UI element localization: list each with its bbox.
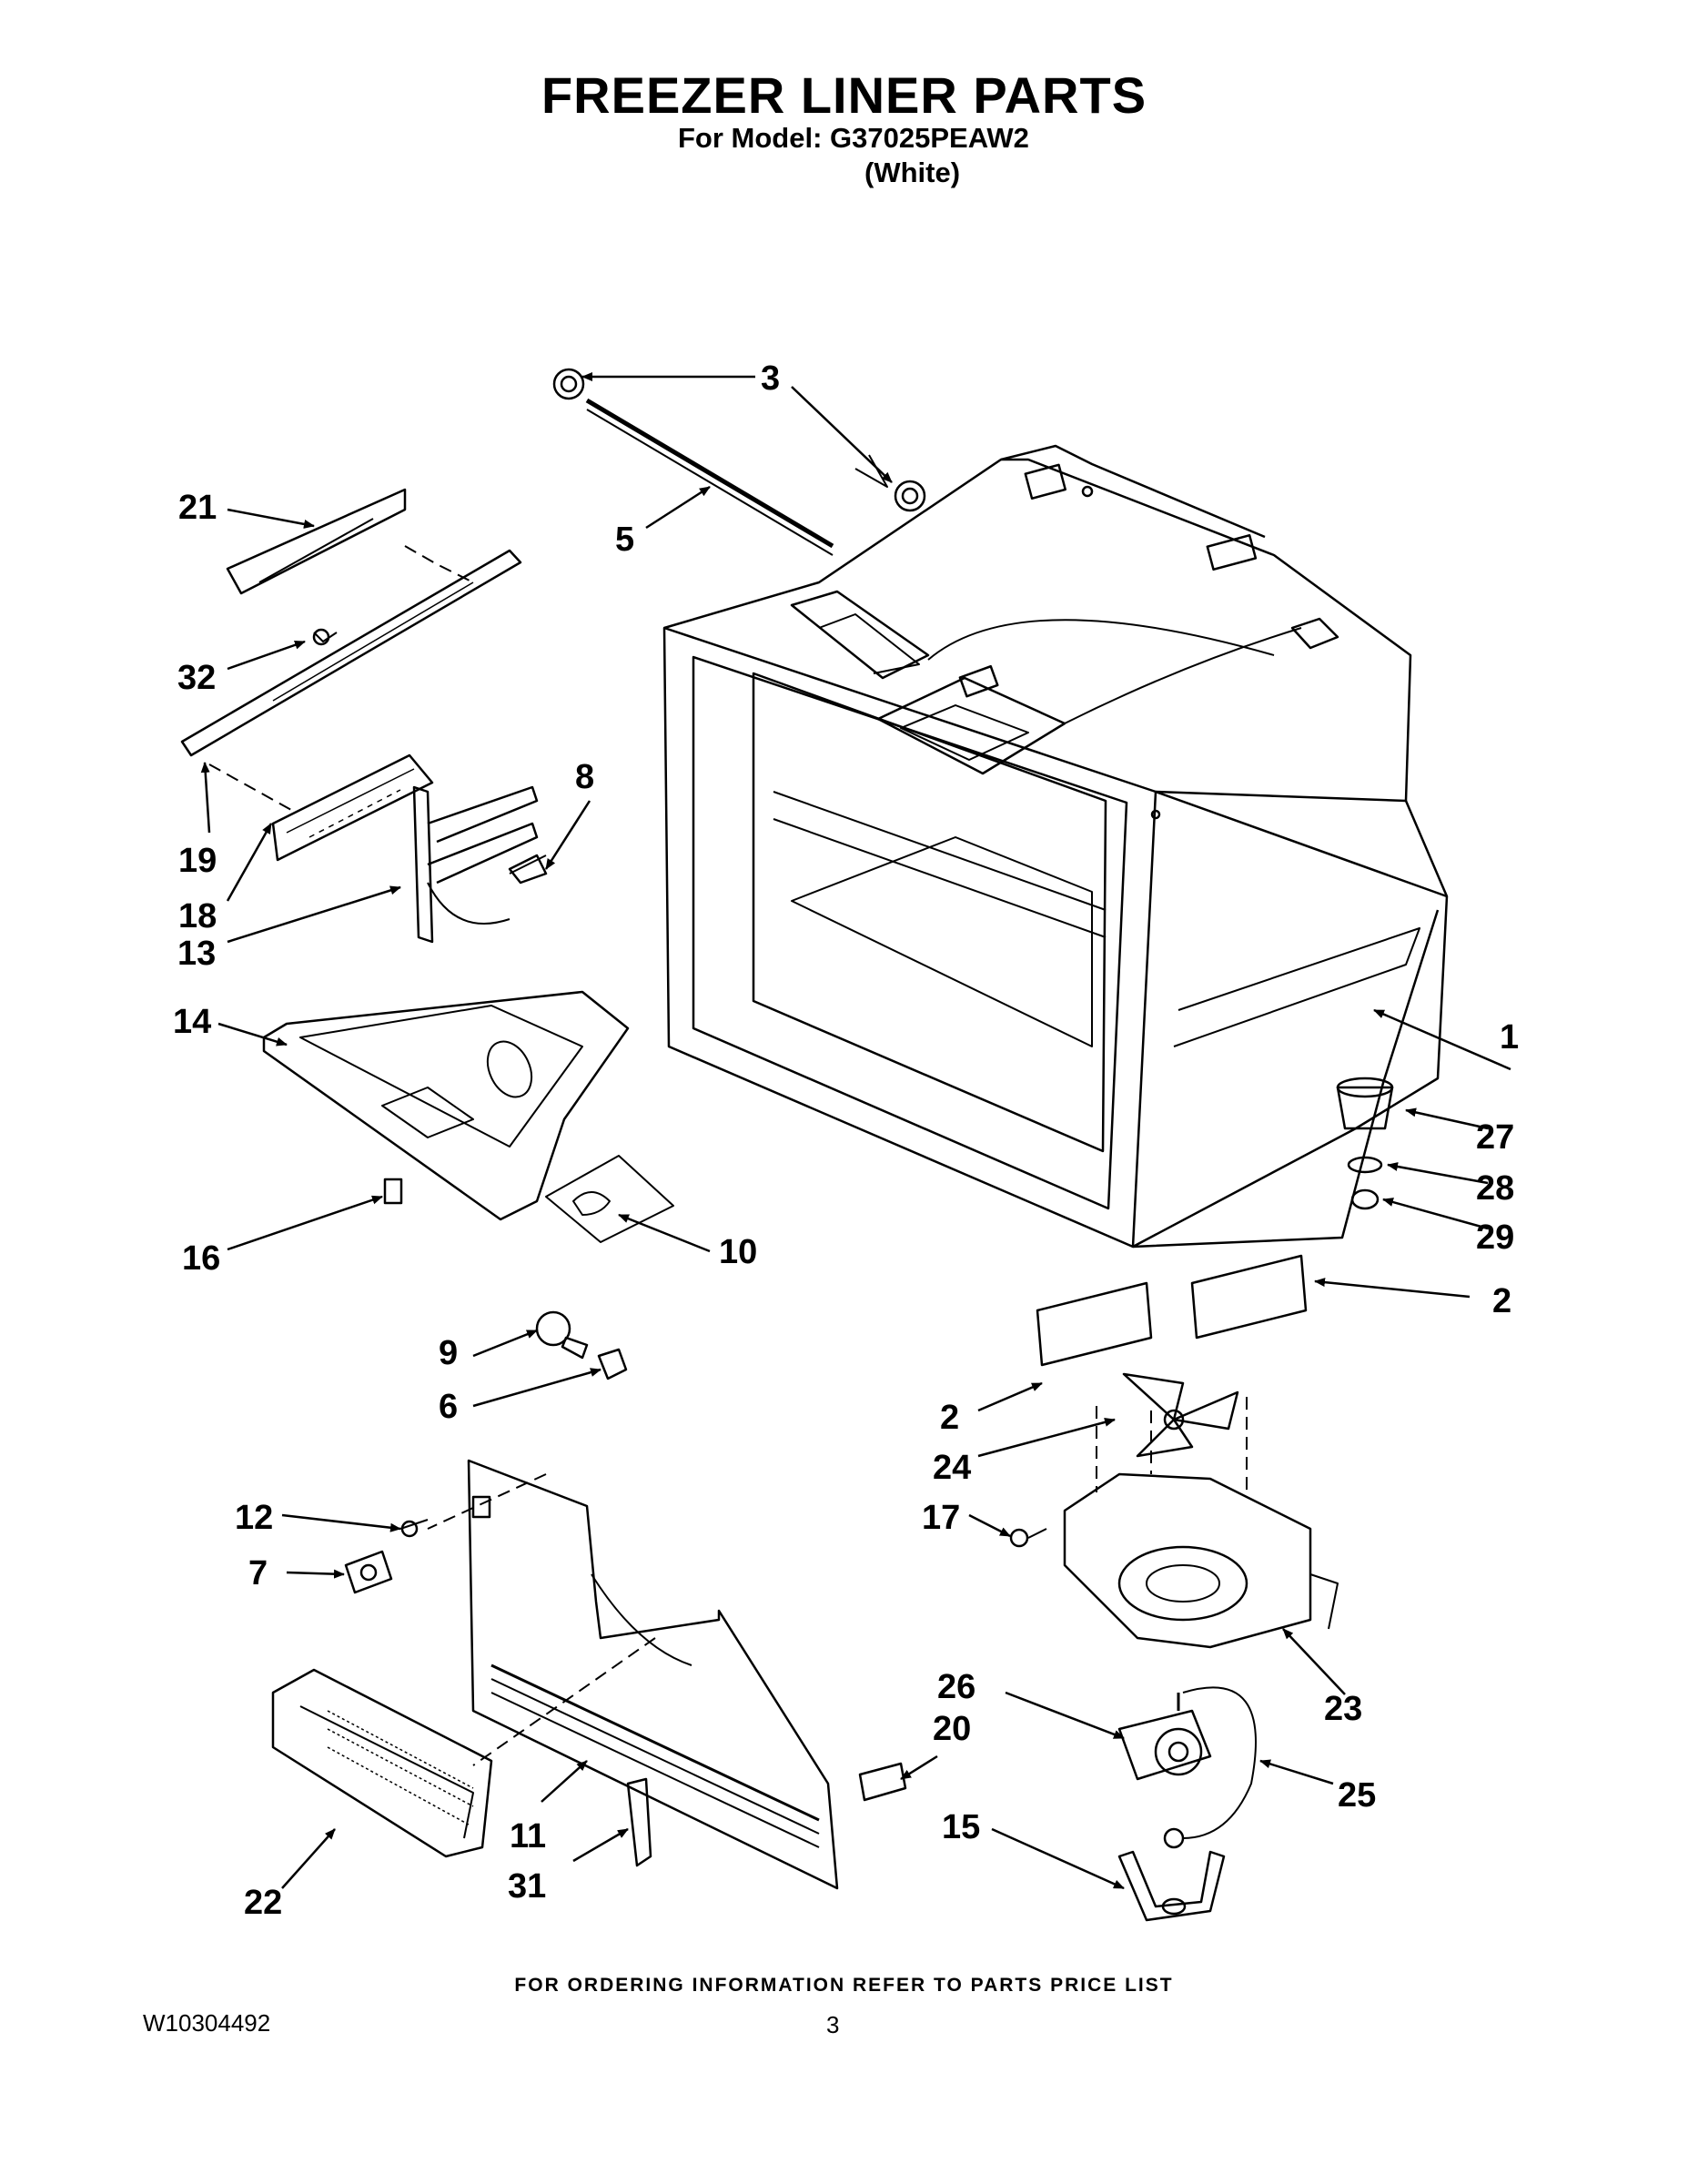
callout-21: 21 bbox=[178, 489, 217, 527]
callout-23: 23 bbox=[1324, 1690, 1362, 1728]
model-line: For Model: G37025PEAW2 bbox=[678, 122, 1029, 154]
callout-24: 24 bbox=[933, 1449, 971, 1487]
callout-18: 18 bbox=[178, 897, 217, 935]
callout-28: 28 bbox=[1476, 1169, 1514, 1208]
callout-3: 3 bbox=[761, 359, 780, 398]
shaft-assembly bbox=[552, 368, 926, 556]
callout-17: 17 bbox=[922, 1499, 960, 1537]
callout-2: 2 bbox=[1492, 1282, 1511, 1320]
color-line: (White) bbox=[864, 157, 961, 188]
callout-14: 14 bbox=[173, 1003, 211, 1041]
freezer-shroud bbox=[262, 990, 674, 1243]
fan-motor bbox=[1117, 1686, 1257, 1839]
callout-22: 22 bbox=[244, 1884, 282, 1922]
callout-10: 10 bbox=[719, 1233, 757, 1271]
motor-bracket bbox=[1117, 1827, 1226, 1922]
callout-8: 8 bbox=[575, 758, 594, 796]
freezer-liner bbox=[662, 444, 1449, 1249]
page-title: FREEZER LINER PARTS bbox=[541, 66, 1147, 124]
callout-12: 12 bbox=[235, 1499, 273, 1537]
light-bulb bbox=[535, 1310, 628, 1380]
callout-11: 11 bbox=[510, 1817, 546, 1855]
document-number: W10304492 bbox=[143, 2009, 271, 2037]
callout-2b: 2 bbox=[940, 1399, 959, 1437]
callout-1: 1 bbox=[1500, 1018, 1519, 1057]
fan-blade bbox=[1122, 1372, 1239, 1458]
drawer-slide-assembly bbox=[180, 488, 522, 862]
callout-29: 29 bbox=[1476, 1218, 1514, 1257]
callout-5: 5 bbox=[615, 521, 634, 559]
callout-31: 31 bbox=[508, 1867, 546, 1906]
callout-6: 6 bbox=[439, 1388, 458, 1426]
callout-19: 19 bbox=[178, 842, 217, 880]
drain-assembly bbox=[1336, 1077, 1394, 1210]
callout-25: 25 bbox=[1338, 1776, 1376, 1815]
callout-32: 32 bbox=[177, 659, 216, 697]
callout-leaders bbox=[200, 372, 1511, 1890]
callout-13: 13 bbox=[177, 935, 216, 973]
ordering-note: FOR ORDERING INFORMATION REFER TO PARTS … bbox=[514, 1975, 1174, 1996]
callout-15: 15 bbox=[942, 1808, 980, 1846]
callout-20: 20 bbox=[933, 1710, 971, 1748]
return-grille bbox=[271, 1668, 493, 1858]
fan-housing bbox=[1009, 1397, 1339, 1649]
callout-26: 26 bbox=[937, 1668, 975, 1706]
evaporator-cover bbox=[344, 1459, 907, 1890]
page-number: 3 bbox=[826, 2011, 840, 2038]
insulation-pads bbox=[1036, 1254, 1308, 1367]
callout-16: 16 bbox=[182, 1239, 220, 1278]
deflector-bracket bbox=[412, 785, 548, 944]
callout-7: 7 bbox=[248, 1554, 268, 1592]
callout-numbers: 1 2 2 3 5 6 7 8 9 10 11 12 13 14 15 16 1… bbox=[173, 359, 1519, 1922]
callout-9: 9 bbox=[439, 1334, 458, 1372]
callout-27: 27 bbox=[1476, 1118, 1514, 1157]
